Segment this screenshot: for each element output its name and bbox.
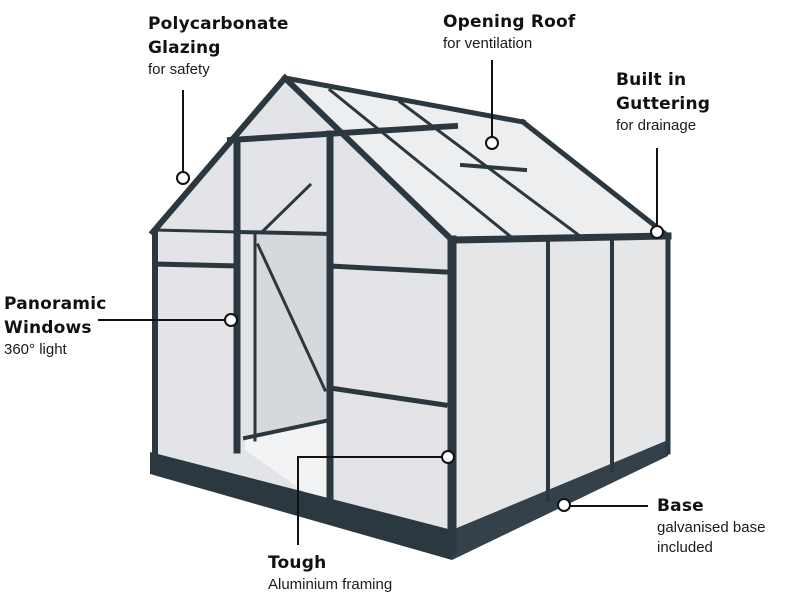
callout-guttering: Built in Guttering for drainage xyxy=(616,68,710,136)
callout-subtitle: included xyxy=(657,539,713,556)
callout-title: Polycarbonate xyxy=(148,14,289,34)
callout-opening-roof: Opening Roof for ventilation xyxy=(443,10,576,54)
callout-tough: Tough Aluminium framing xyxy=(268,551,392,595)
callout-title: Windows xyxy=(4,318,92,338)
marker-dot-tough[interactable] xyxy=(441,450,455,464)
base-frame xyxy=(150,452,452,560)
callout-subtitle: galvanised base xyxy=(657,519,766,536)
marker-dot-base[interactable] xyxy=(557,498,571,512)
marker-dot-guttering[interactable] xyxy=(650,225,664,239)
callout-polycarbonate: Polycarbonate Glazing for safety xyxy=(148,12,289,80)
leader-lines xyxy=(98,60,658,545)
floor xyxy=(245,420,330,510)
callout-subtitle: Aluminium framing xyxy=(268,576,393,593)
callout-subtitle: 360° light xyxy=(4,341,67,358)
callout-title: Panoramic xyxy=(4,294,107,314)
marker-dot-opening-roof[interactable] xyxy=(485,136,499,150)
callout-subtitle: for safety xyxy=(148,61,210,78)
callout-title: Opening Roof xyxy=(443,12,576,32)
marker-dot-polycarbonate[interactable] xyxy=(176,171,190,185)
callout-base: Base galvanised base included xyxy=(657,494,765,558)
callout-panoramic: Panoramic Windows 360° light xyxy=(4,292,107,360)
marker-dot-panoramic[interactable] xyxy=(224,313,238,327)
callout-title: Base xyxy=(657,496,704,516)
callout-subtitle: for ventilation xyxy=(443,35,533,52)
callout-title: Built in xyxy=(616,70,687,90)
callout-title: Tough xyxy=(268,553,327,573)
callout-subtitle: for drainage xyxy=(616,117,697,134)
callout-title: Guttering xyxy=(616,94,711,114)
callout-title: Glazing xyxy=(148,38,221,58)
